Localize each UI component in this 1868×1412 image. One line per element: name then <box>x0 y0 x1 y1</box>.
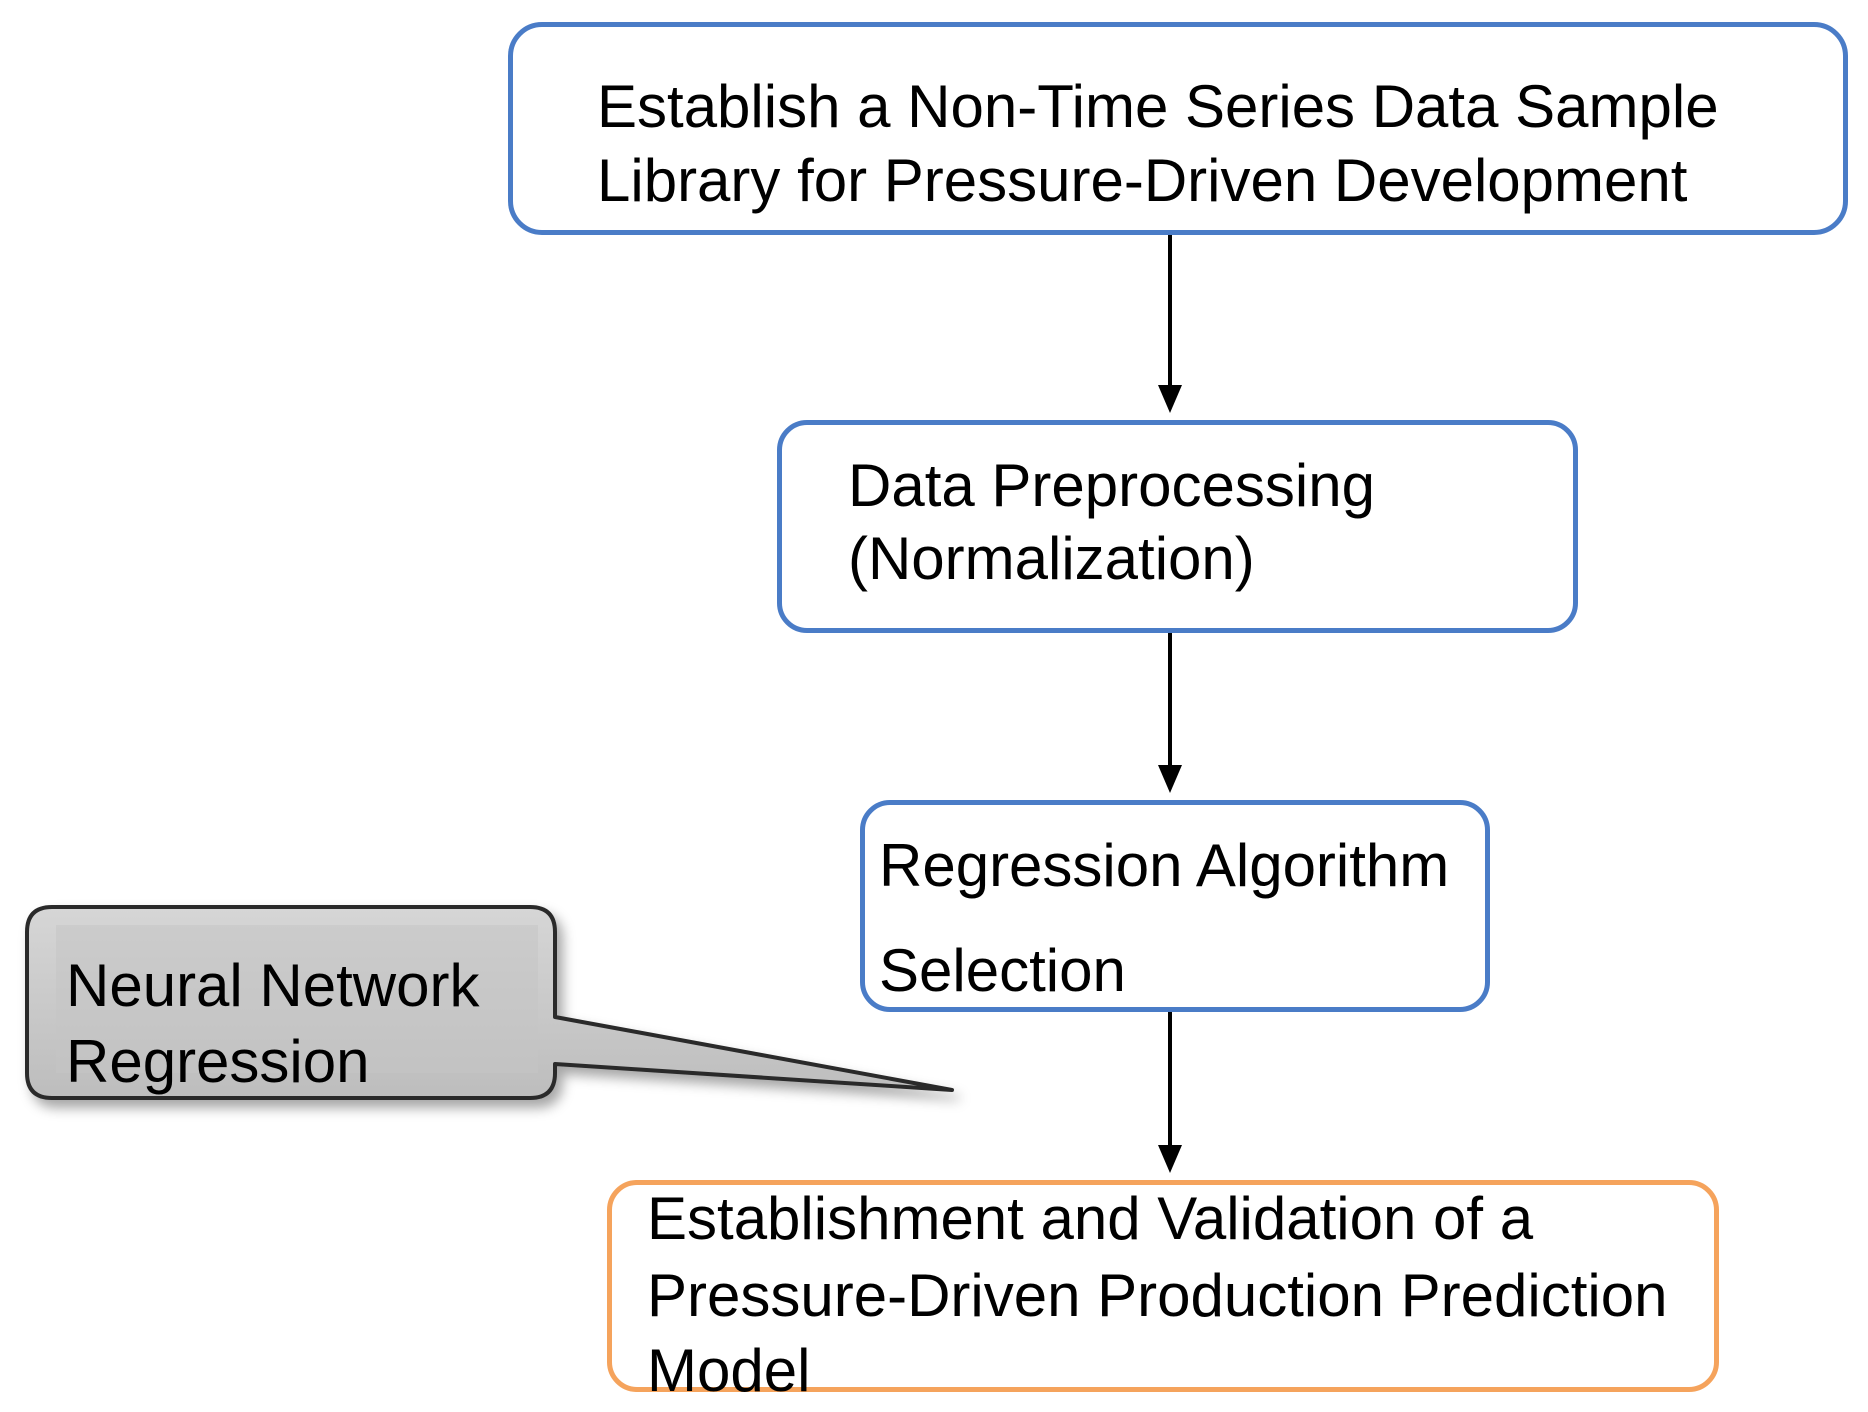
node-establish-library-line-2: Library for Pressure-Driven Development <box>597 147 1688 214</box>
node-model-validation-line-2: Pressure-Driven Production Prediction <box>647 1262 1668 1329</box>
node-data-preprocessing-line-2: (Normalization) <box>848 525 1255 592</box>
arrow-preprocessing-to-selection <box>1158 633 1182 793</box>
arrow-selection-to-model <box>1158 1012 1182 1173</box>
node-data-preprocessing-line-1: Data Preprocessing <box>848 452 1375 519</box>
node-regression-selection: Regression Algorithm Selection <box>860 800 1490 1012</box>
callout-text: Neural Network Regression <box>66 948 546 1100</box>
node-establish-library-line-1: Establish a Non-Time Series Data Sample <box>597 73 1719 140</box>
node-model-validation: Establishment and Validation of a Pressu… <box>607 1180 1719 1404</box>
node-model-validation-line-1: Establishment and Validation of a <box>647 1185 1534 1252</box>
node-regression-selection-line-2: Selection <box>879 937 1126 1004</box>
callout-line-1: Neural Network <box>66 952 480 1019</box>
node-model-validation-line-3: Model <box>647 1337 811 1404</box>
node-establish-library: Establish a Non-Time Series Data Sample … <box>508 22 1848 235</box>
arrow-library-to-preprocessing <box>1158 235 1182 413</box>
node-regression-selection-line-1: Regression Algorithm <box>879 832 1450 899</box>
node-data-preprocessing: Data Preprocessing (Normalization) <box>777 420 1578 633</box>
callout-line-2: Regression <box>66 1028 370 1095</box>
